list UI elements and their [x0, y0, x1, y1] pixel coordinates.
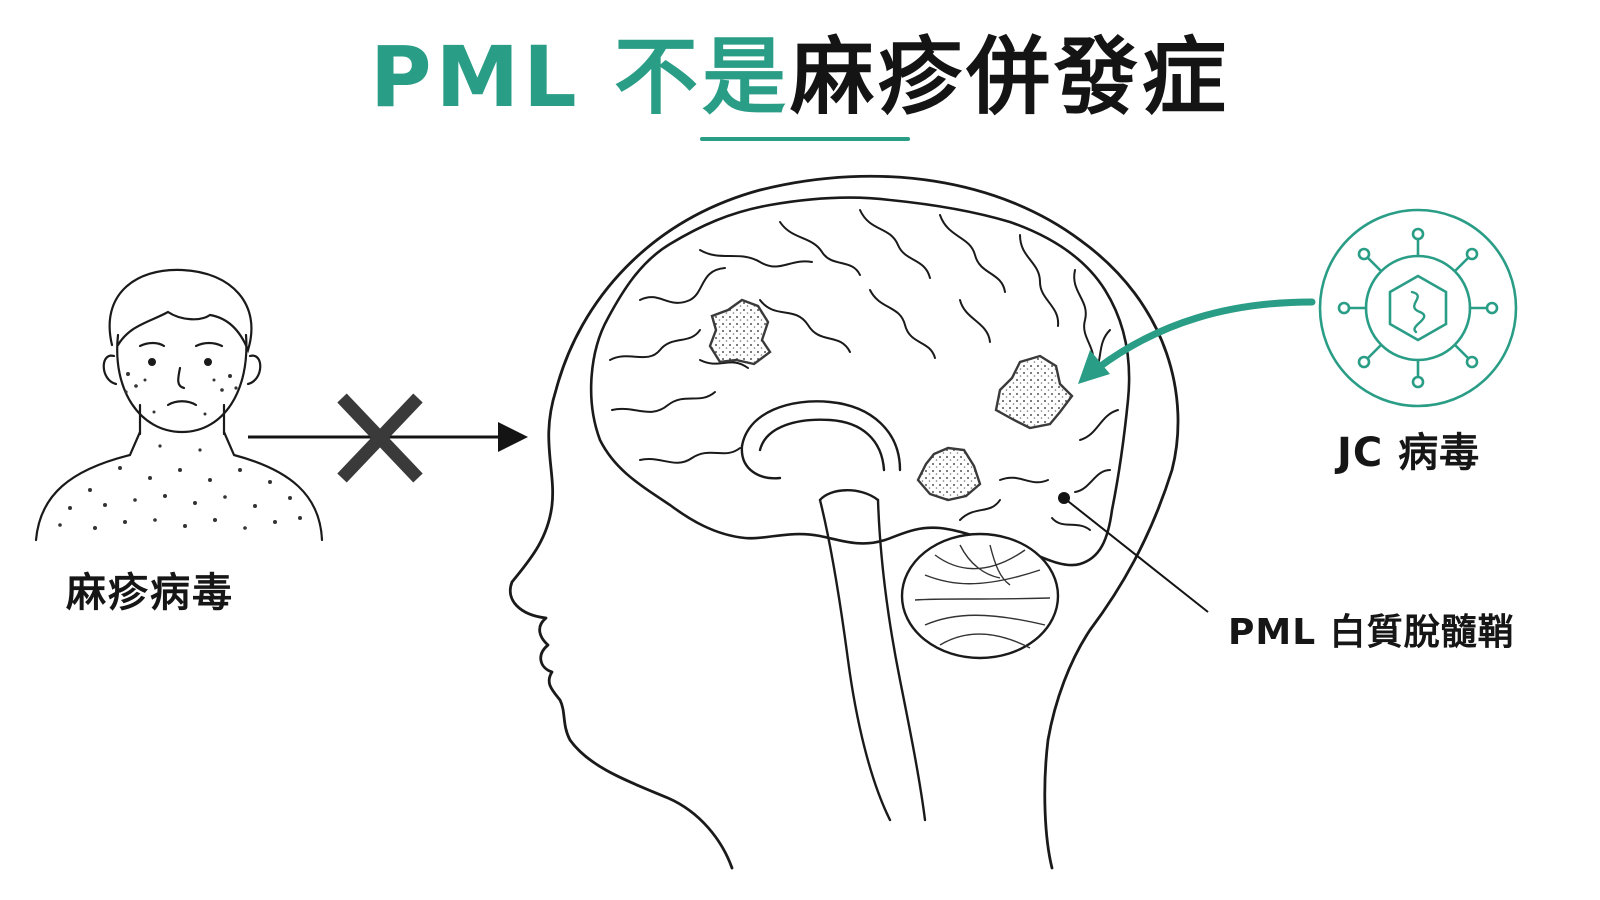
title-dark: 麻疹併發症: [789, 28, 1230, 126]
jc-virus-label: JC 病毒: [1337, 430, 1481, 476]
lesion-1: [708, 298, 772, 366]
patient-mouth: [166, 400, 198, 407]
brain-outline: [589, 196, 1131, 567]
patient-eye-left: [148, 358, 156, 366]
measles-patient: [34, 268, 324, 542]
head-outline: [509, 174, 1180, 870]
title-underline: [700, 137, 910, 141]
pml-callout: [1058, 492, 1209, 613]
patient-face: [116, 333, 248, 434]
patient-hair: [108, 268, 253, 354]
page-title: PML 不是麻疹併發症: [0, 22, 1600, 132]
patient-brow-left: [138, 341, 166, 348]
lesion-3: [916, 446, 982, 502]
patient-brow-right: [194, 341, 224, 348]
brain-midline: [740, 400, 927, 822]
virus-icon: [1318, 208, 1518, 408]
title-accent: PML 不是: [370, 28, 790, 126]
measles-virus-label: 麻疹病毒: [66, 570, 234, 616]
patient-eye-right: [204, 358, 212, 366]
pml-lesion-label: PML 白質脫髓鞘: [1228, 612, 1515, 653]
jc-arrow: [1078, 298, 1316, 384]
measles-rash: [58, 372, 302, 530]
pml-lesions: [708, 298, 1074, 502]
x-mark-icon: [337, 393, 423, 483]
patient-ear-right: [246, 354, 262, 386]
brain-gyri: [609, 209, 1119, 531]
patient-nose: [177, 366, 186, 390]
patient-ear-left: [102, 354, 118, 386]
cerebellum: [900, 532, 1060, 660]
patient-neck: [138, 403, 226, 436]
lesion-2: [994, 354, 1074, 430]
patient-shoulders: [34, 430, 324, 542]
